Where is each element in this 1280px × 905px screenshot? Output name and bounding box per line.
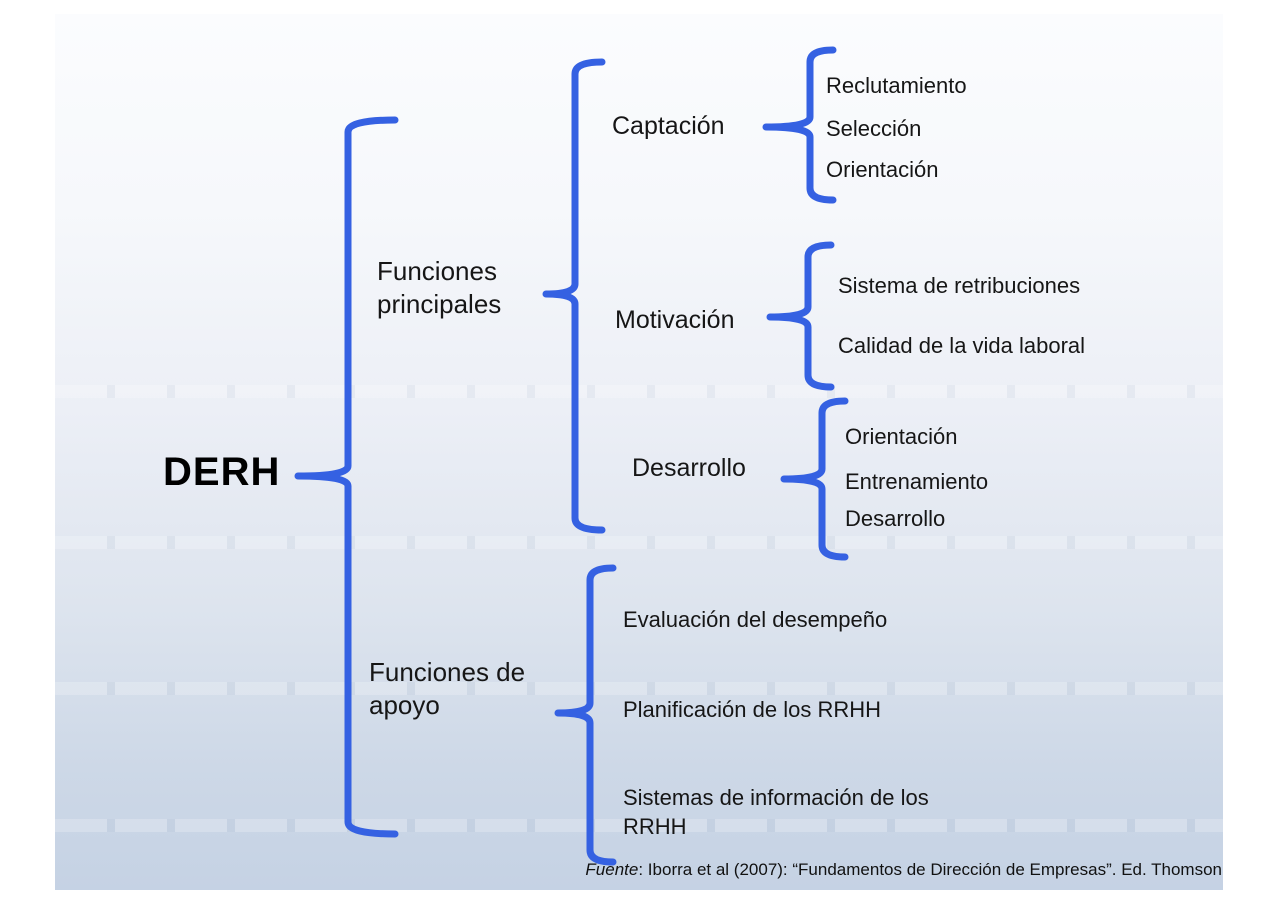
leaf-sistema-retribuciones: Sistema de retribuciones: [838, 273, 1081, 298]
source-note-text: : Iborra et al (2007): “Fundamentos de D…: [638, 860, 1222, 879]
funciones-apoyo-brace: [554, 564, 617, 866]
leaf-evaluacion-desempeno: Evaluación del desempeño: [623, 607, 888, 632]
branch-funciones-principales: Funciones principales: [377, 256, 502, 319]
source-note-label: Fuente: [585, 860, 639, 879]
node-captacion: Captación: [612, 112, 725, 140]
root-node-derh: DERH: [163, 450, 281, 494]
leaf-reclutamiento: Reclutamiento: [826, 73, 967, 98]
node-motivacion: Motivación: [615, 306, 735, 334]
leaf-desarrollo: Desarrollo: [845, 506, 946, 531]
leaf-entrenamiento: Entrenamiento: [845, 469, 989, 494]
desarrollo-brace: [780, 397, 849, 561]
leaf-calidad-vida-laboral: Calidad de la vida laboral: [838, 333, 1086, 358]
captacion-brace: [762, 46, 837, 204]
motivacion-brace: [766, 241, 835, 391]
leaf-seleccion: Selección: [826, 116, 922, 141]
leaf-planificacion-rrhh: Planificación de los RRHH: [623, 697, 881, 722]
source-note: Fuente: Iborra et al (2007): “Fundamento…: [585, 860, 1222, 880]
leaf-sistemas-informacion-rrhh: Sistemas de información de los RRHH: [623, 785, 929, 839]
node-desarrollo: Desarrollo: [632, 454, 746, 482]
funciones-principales-brace: [542, 58, 606, 534]
leaf-orientacion-desarrollo: Orientación: [845, 424, 958, 449]
branch-funciones-apoyo: Funciones de apoyo: [369, 657, 526, 720]
derh-brace: [294, 116, 399, 838]
leaf-orientacion-captacion: Orientación: [826, 157, 939, 182]
